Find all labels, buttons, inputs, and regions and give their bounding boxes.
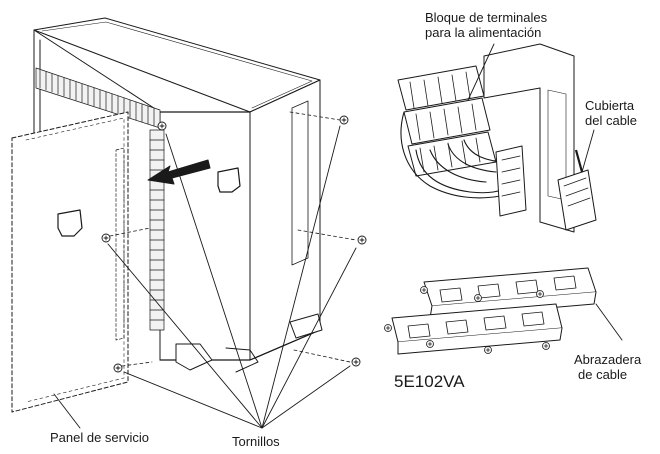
removal-arrow-icon [147, 159, 211, 185]
screw-icon [384, 324, 392, 332]
terminal-block-label-line1: Bloque de terminales [425, 10, 548, 25]
screw-icon [484, 346, 492, 354]
screw-dashed-guides [109, 111, 357, 367]
screw-leader-lines [107, 125, 357, 429]
cable-clamps [391, 267, 597, 355]
screw-icon [542, 342, 550, 350]
screw-icon [426, 340, 434, 348]
screw-icon [339, 115, 349, 125]
terminal-block-label-line2: para la alimentación [425, 25, 542, 40]
cable-cover-leader [581, 129, 595, 173]
cable-clamp-label-line2: de cable [578, 367, 628, 382]
cable-clamp-label-line1: Abrazadera [574, 352, 642, 367]
screw-icon [157, 121, 167, 131]
screw-icons [101, 115, 367, 373]
screw-icon [474, 294, 482, 302]
service-panel-leader [53, 393, 81, 429]
screw-icon [351, 357, 361, 367]
cable-cover-label-line2: del cable [585, 113, 638, 128]
service-panel-label: Panel de servicio [50, 430, 149, 445]
screw-icon [113, 363, 123, 373]
screw-icon [420, 286, 428, 294]
cable-cover-label-line1: Cubierta [585, 98, 635, 113]
cable-clamp-leader [595, 303, 623, 341]
screw-icon [101, 233, 111, 243]
service-panel [11, 111, 129, 413]
screws-label: Tornillos [232, 434, 280, 449]
terminal-block-assembly [397, 43, 597, 233]
screw-icon [536, 290, 544, 298]
model-code: 5E102VA [394, 372, 465, 391]
screw-icon [357, 235, 367, 245]
unit-base [159, 313, 323, 373]
terminal-block-leader [467, 43, 495, 101]
clamp-screw-icons [384, 286, 550, 354]
